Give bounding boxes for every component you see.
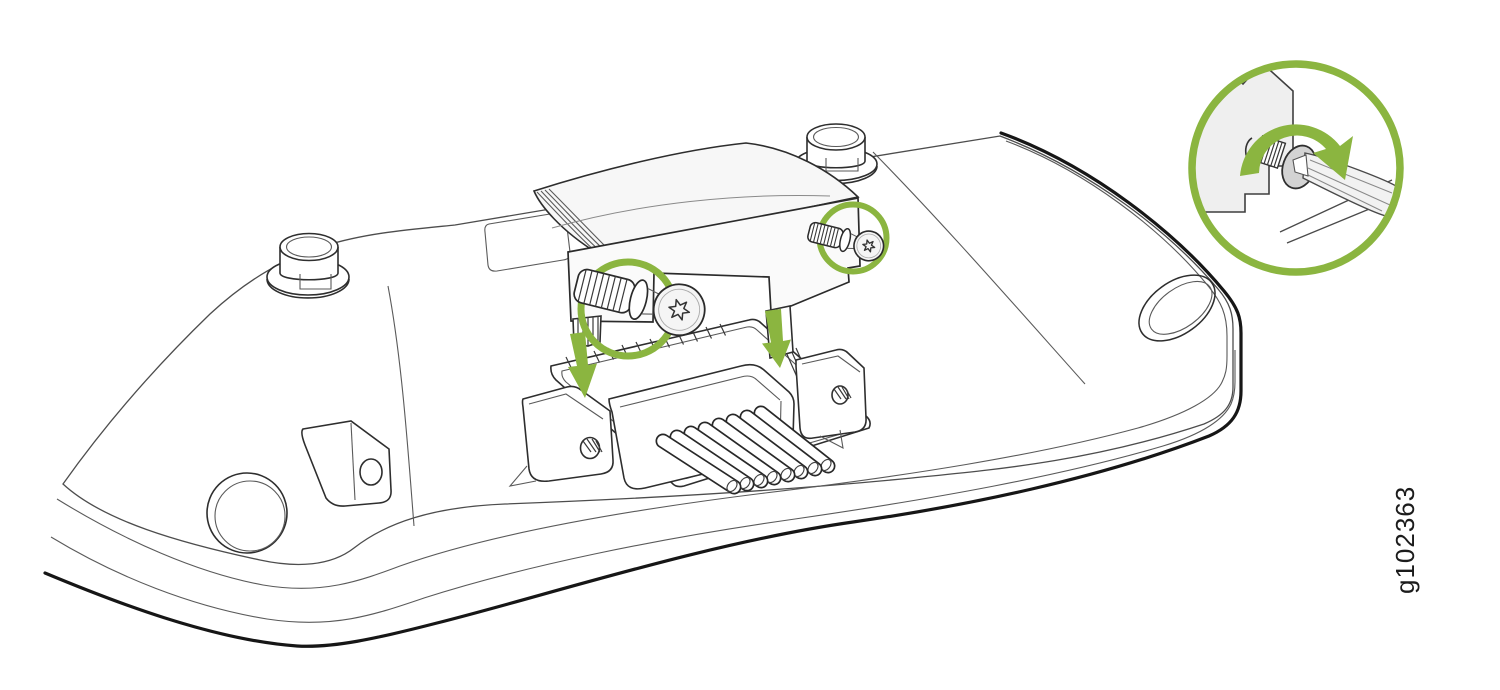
cable-connector [508, 347, 867, 495]
clockwise-rotation-arrow [1240, 124, 1353, 180]
device-top-surface-outline [62, 135, 1234, 566]
tighten-screw-inset [1188, 60, 1404, 276]
torx-screw-right [807, 221, 885, 262]
surface-crease-right [872, 151, 1086, 385]
insertion-arrow-left [568, 332, 597, 398]
torx-star-left [668, 298, 691, 321]
device-side-contour-2 [50, 350, 1236, 623]
surface-crease-left [387, 285, 415, 527]
circular-recess [206, 472, 288, 554]
access-point-body [43, 123, 1243, 648]
standoff-right [785, 347, 867, 449]
figure-id-label: g102363 [1390, 486, 1420, 594]
torx-star-right [862, 239, 876, 253]
torx-screw-left [573, 268, 706, 337]
screwdriver [1292, 152, 1399, 218]
standoff-left [508, 385, 614, 487]
inset-circle-border [1188, 60, 1404, 276]
device-side-contour-1 [56, 140, 1228, 589]
wedge-standoff [301, 420, 392, 507]
oval-recess [1138, 274, 1216, 342]
insertion-arrow-right [762, 309, 791, 368]
device-outer-edge [43, 131, 1243, 648]
cable-bundle [655, 405, 836, 495]
mounting-post-left [266, 232, 350, 299]
mounting-post-right [794, 123, 878, 185]
